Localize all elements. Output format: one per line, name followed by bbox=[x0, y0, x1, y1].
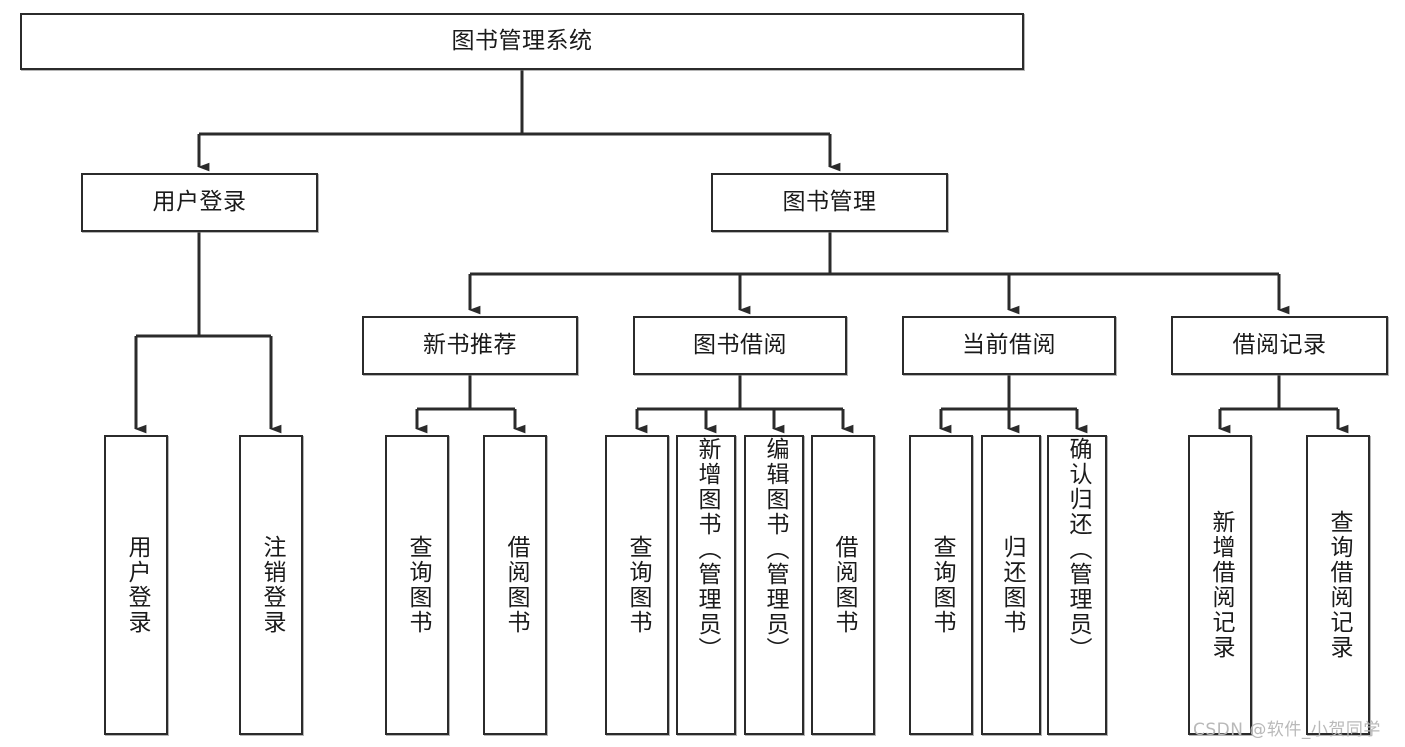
node-leaf-confirm-return[interactable]: 确认归还（管理员） bbox=[1047, 435, 1107, 735]
node-leaf-query-book-c[interactable]: 查询图书 bbox=[909, 435, 973, 735]
node-book-manage-label: 图书管理 bbox=[782, 188, 877, 215]
node-leaf-add-record[interactable]: 新增借阅记录 bbox=[1188, 435, 1252, 735]
node-borrow-record[interactable]: 借阅记录 bbox=[1171, 316, 1388, 375]
node-leaf-query-record[interactable]: 查询借阅记录 bbox=[1306, 435, 1370, 735]
node-user-login[interactable]: 用户登录 bbox=[81, 173, 318, 232]
watermark-text: CSDN @软件_小贺同学 bbox=[1193, 720, 1381, 740]
node-root-label: 图书管理系统 bbox=[451, 27, 593, 54]
node-user-login-label: 用户登录 bbox=[152, 188, 247, 215]
node-current-borrow-label: 当前借阅 bbox=[962, 331, 1056, 358]
node-new-book-rec[interactable]: 新书推荐 bbox=[362, 316, 578, 375]
node-leaf-user-login-label: 用户登录 bbox=[123, 535, 150, 635]
node-leaf-borrow-book-b[interactable]: 借阅图书 bbox=[811, 435, 875, 735]
node-leaf-user-logout-label: 注销登录 bbox=[258, 535, 285, 635]
node-leaf-borrow-book-a[interactable]: 借阅图书 bbox=[483, 435, 547, 735]
node-leaf-query-book-a-label: 查询图书 bbox=[404, 535, 431, 635]
node-leaf-edit-book-label: 编辑图书（管理员） bbox=[761, 437, 788, 662]
node-leaf-edit-book[interactable]: 编辑图书（管理员） bbox=[744, 435, 804, 735]
node-leaf-user-logout[interactable]: 注销登录 bbox=[239, 435, 303, 735]
node-borrow-record-label: 借阅记录 bbox=[1232, 331, 1327, 358]
node-leaf-confirm-return-label: 确认归还（管理员） bbox=[1064, 437, 1091, 662]
node-leaf-add-book-label: 新增图书（管理员） bbox=[693, 437, 720, 662]
node-leaf-query-book-a[interactable]: 查询图书 bbox=[385, 435, 449, 735]
node-leaf-add-book[interactable]: 新增图书（管理员） bbox=[676, 435, 736, 735]
node-root[interactable]: 图书管理系统 bbox=[20, 13, 1024, 70]
node-leaf-return-book[interactable]: 归还图书 bbox=[981, 435, 1041, 735]
node-leaf-add-record-label: 新增借阅记录 bbox=[1207, 510, 1234, 660]
node-book-borrow-label: 图书借阅 bbox=[693, 331, 787, 358]
node-leaf-query-record-label: 查询借阅记录 bbox=[1325, 510, 1352, 660]
node-book-manage[interactable]: 图书管理 bbox=[711, 173, 948, 232]
node-leaf-query-book-b-label: 查询图书 bbox=[624, 535, 651, 635]
node-leaf-borrow-book-b-label: 借阅图书 bbox=[830, 535, 857, 635]
node-leaf-return-book-label: 归还图书 bbox=[998, 535, 1025, 635]
node-new-book-rec-label: 新书推荐 bbox=[423, 331, 517, 358]
node-leaf-query-book-b[interactable]: 查询图书 bbox=[605, 435, 669, 735]
node-book-borrow[interactable]: 图书借阅 bbox=[633, 316, 847, 375]
node-current-borrow[interactable]: 当前借阅 bbox=[902, 316, 1116, 375]
node-leaf-user-login[interactable]: 用户登录 bbox=[104, 435, 168, 735]
node-leaf-borrow-book-a-label: 借阅图书 bbox=[502, 535, 529, 635]
node-leaf-query-book-c-label: 查询图书 bbox=[928, 535, 955, 635]
